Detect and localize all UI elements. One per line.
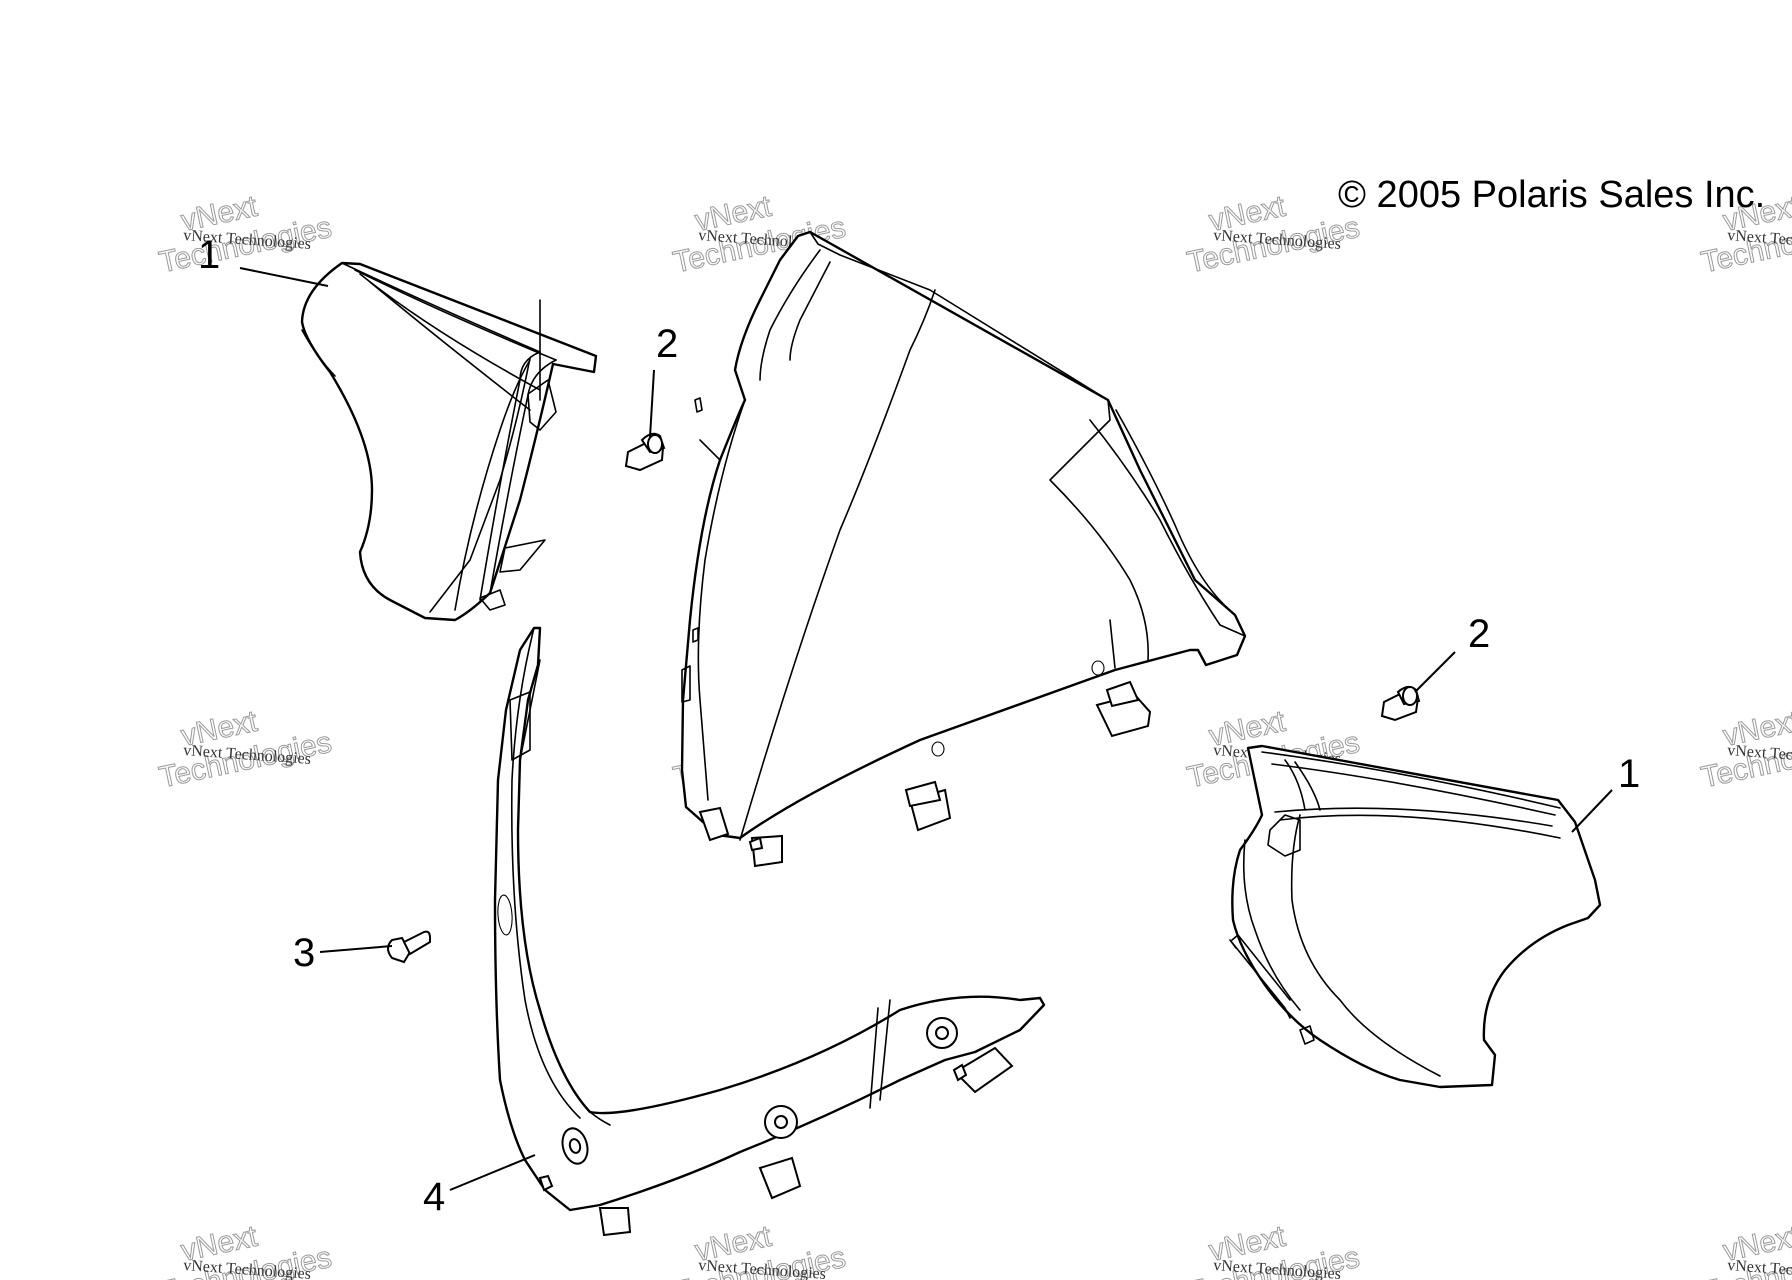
copyright-notice: © 2005 Polaris Sales Inc. [1338, 174, 1765, 216]
callout-3: 3 [293, 931, 393, 975]
callout-2-left: 2 [649, 322, 678, 438]
watermark: vNext Technologies [1184, 189, 1363, 280]
watermark: vNext Technologies [670, 1219, 849, 1280]
callout-2-right: 2 [1414, 612, 1490, 693]
watermark: vNext Technologies [156, 704, 335, 795]
watermark-text: vNext Technologies [1727, 1257, 1792, 1280]
fastener-right[interactable] [1380, 686, 1421, 722]
svg-text:4: 4 [423, 1175, 445, 1219]
watermark-text: vNext Technologies [183, 1257, 312, 1280]
watermark-text: vNext Technologies [698, 1257, 827, 1280]
callout-1-right: 1 [1571, 752, 1640, 833]
fastener-left[interactable] [624, 432, 666, 472]
lower-fender[interactable] [493, 626, 1046, 1237]
callout-1-left: 1 [198, 233, 329, 287]
svg-text:2: 2 [656, 322, 678, 366]
svg-text:3: 3 [293, 931, 315, 975]
watermark: vNext Technologies [156, 189, 335, 280]
left-side-panel[interactable] [300, 261, 598, 622]
callout-4: 4 [423, 1154, 536, 1219]
svg-text:1: 1 [1618, 752, 1640, 796]
screw[interactable] [387, 930, 431, 964]
windshield[interactable] [680, 230, 1247, 868]
svg-text:1: 1 [198, 233, 220, 277]
watermark-text: vNext Technologies [1213, 1257, 1342, 1280]
right-side-panel[interactable] [1229, 744, 1602, 1089]
svg-text:2: 2 [1468, 612, 1490, 656]
